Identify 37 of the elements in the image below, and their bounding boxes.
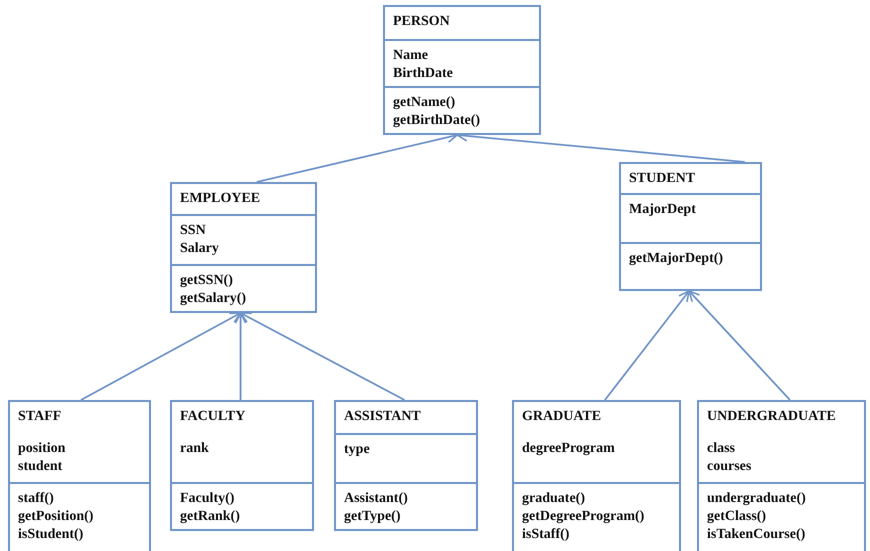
class-name: GRADUATE bbox=[522, 408, 602, 426]
attribute-list: rank bbox=[180, 440, 209, 458]
inheritance-arrow bbox=[688, 290, 791, 401]
method-list: graduate() getDegreeProgram() isStaff() bbox=[522, 490, 644, 544]
class-name: UNDERGRADUATE bbox=[707, 408, 836, 426]
class-name: STUDENT bbox=[629, 170, 696, 188]
inheritance-arrow bbox=[240, 312, 405, 401]
class-box bbox=[170, 182, 317, 313]
class-box bbox=[8, 400, 151, 551]
class-name: ASSISTANT bbox=[344, 408, 421, 426]
method-list: getSSN() getSalary() bbox=[180, 272, 246, 308]
attribute-list: position student bbox=[18, 440, 66, 476]
attribute-list: Name BirthDate bbox=[393, 47, 453, 83]
method-list: getMajorDept() bbox=[629, 250, 724, 268]
class-name: STAFF bbox=[18, 408, 62, 426]
class-box bbox=[383, 5, 541, 135]
attribute-list: MajorDept bbox=[629, 201, 696, 219]
method-list: undergraduate() getClass() isTakenCourse() bbox=[707, 490, 806, 544]
class-name: PERSON bbox=[393, 13, 450, 31]
inheritance-arrow bbox=[234, 312, 246, 400]
class-box bbox=[170, 400, 314, 531]
class-box bbox=[619, 162, 762, 291]
class-name: FACULTY bbox=[180, 408, 246, 426]
attribute-list: degreeProgram bbox=[522, 440, 615, 458]
method-list: staff() getPosition() isStudent() bbox=[18, 490, 94, 544]
inheritance-arrow bbox=[80, 312, 242, 401]
attribute-list: class courses bbox=[707, 440, 752, 476]
inheritance-arrow bbox=[604, 290, 690, 401]
method-list: getName() getBirthDate() bbox=[393, 94, 480, 130]
method-list: Faculty() getRank() bbox=[180, 490, 240, 526]
method-list: Assistant() getType() bbox=[344, 490, 408, 526]
class-box bbox=[334, 400, 478, 531]
attribute-list: SSN Salary bbox=[180, 222, 219, 258]
class-box bbox=[512, 400, 681, 551]
class-name: EMPLOYEE bbox=[180, 190, 260, 208]
attribute-list: type bbox=[344, 441, 370, 459]
class-box bbox=[697, 400, 866, 551]
